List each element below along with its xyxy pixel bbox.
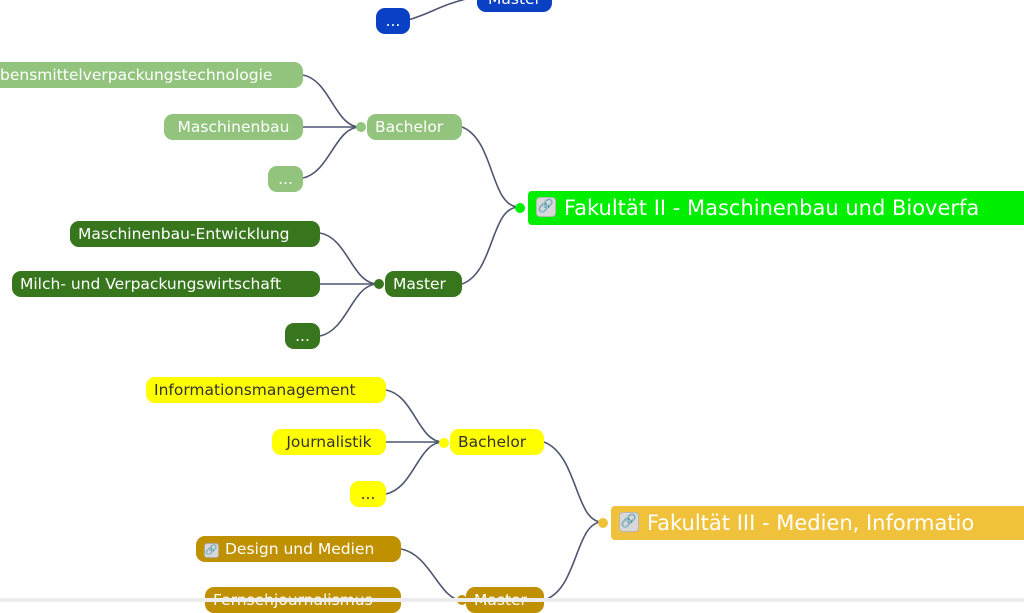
more-node-fak2-bachelor[interactable]: ... <box>268 166 303 192</box>
faculty-node-fak2[interactable]: 🔗 Fakultät II - Maschinenbau und Bioverf… <box>528 191 1024 225</box>
course-node-maschinenbau-entwicklung[interactable]: Maschinenbau-Entwicklung <box>70 221 320 247</box>
course-node-maschinenbau[interactable]: Maschinenbau <box>164 114 303 140</box>
master-node-fak2[interactable]: Master <box>385 271 462 297</box>
course-node-milch-und-verpackungswirtschaft[interactable]: Milch- und Verpackungswirtschaft <box>12 271 320 297</box>
bachelor-node-fak2[interactable]: Bachelor <box>367 114 462 140</box>
faculty-title-fak3: Fakultät III - Medien, Informatio <box>647 511 975 535</box>
course-node-journalistik[interactable]: Journalistik <box>272 429 386 455</box>
branch-dot <box>515 203 525 213</box>
branch-dot <box>374 279 384 289</box>
branch-dot <box>598 518 608 528</box>
faculty-node-fak3[interactable]: 🔗 Fakultät III - Medien, Informatio <box>611 506 1024 540</box>
course-node-informationsmanagement[interactable]: Informationsmanagement <box>146 377 386 403</box>
course-node-design-und-medien[interactable]: 🔗 Design und Medien <box>196 536 401 562</box>
course-node-lebensmittelverpackungstechnologie[interactable]: bensmittelverpackungstechnologie <box>0 62 303 88</box>
faculty-title-fak2: Fakultät II - Maschinenbau und Bioverfa <box>564 196 980 220</box>
more-node-fak2-master[interactable]: ... <box>285 323 320 349</box>
branch-dot <box>439 438 449 448</box>
course-label-design-und-medien: Design und Medien <box>225 540 375 558</box>
master-node-top[interactable]: Master <box>477 0 552 12</box>
bachelor-node-fak3[interactable]: Bachelor <box>450 429 544 455</box>
horizontal-scrollbar[interactable] <box>0 598 1024 602</box>
more-node-fak3-bachelor[interactable]: ... <box>350 481 386 507</box>
link-icon[interactable]: 🔗 <box>619 512 639 532</box>
more-node-top[interactable]: ... <box>376 8 410 34</box>
branch-dot <box>356 122 366 132</box>
link-icon[interactable]: 🔗 <box>536 197 556 217</box>
link-icon[interactable]: 🔗 <box>204 543 219 558</box>
